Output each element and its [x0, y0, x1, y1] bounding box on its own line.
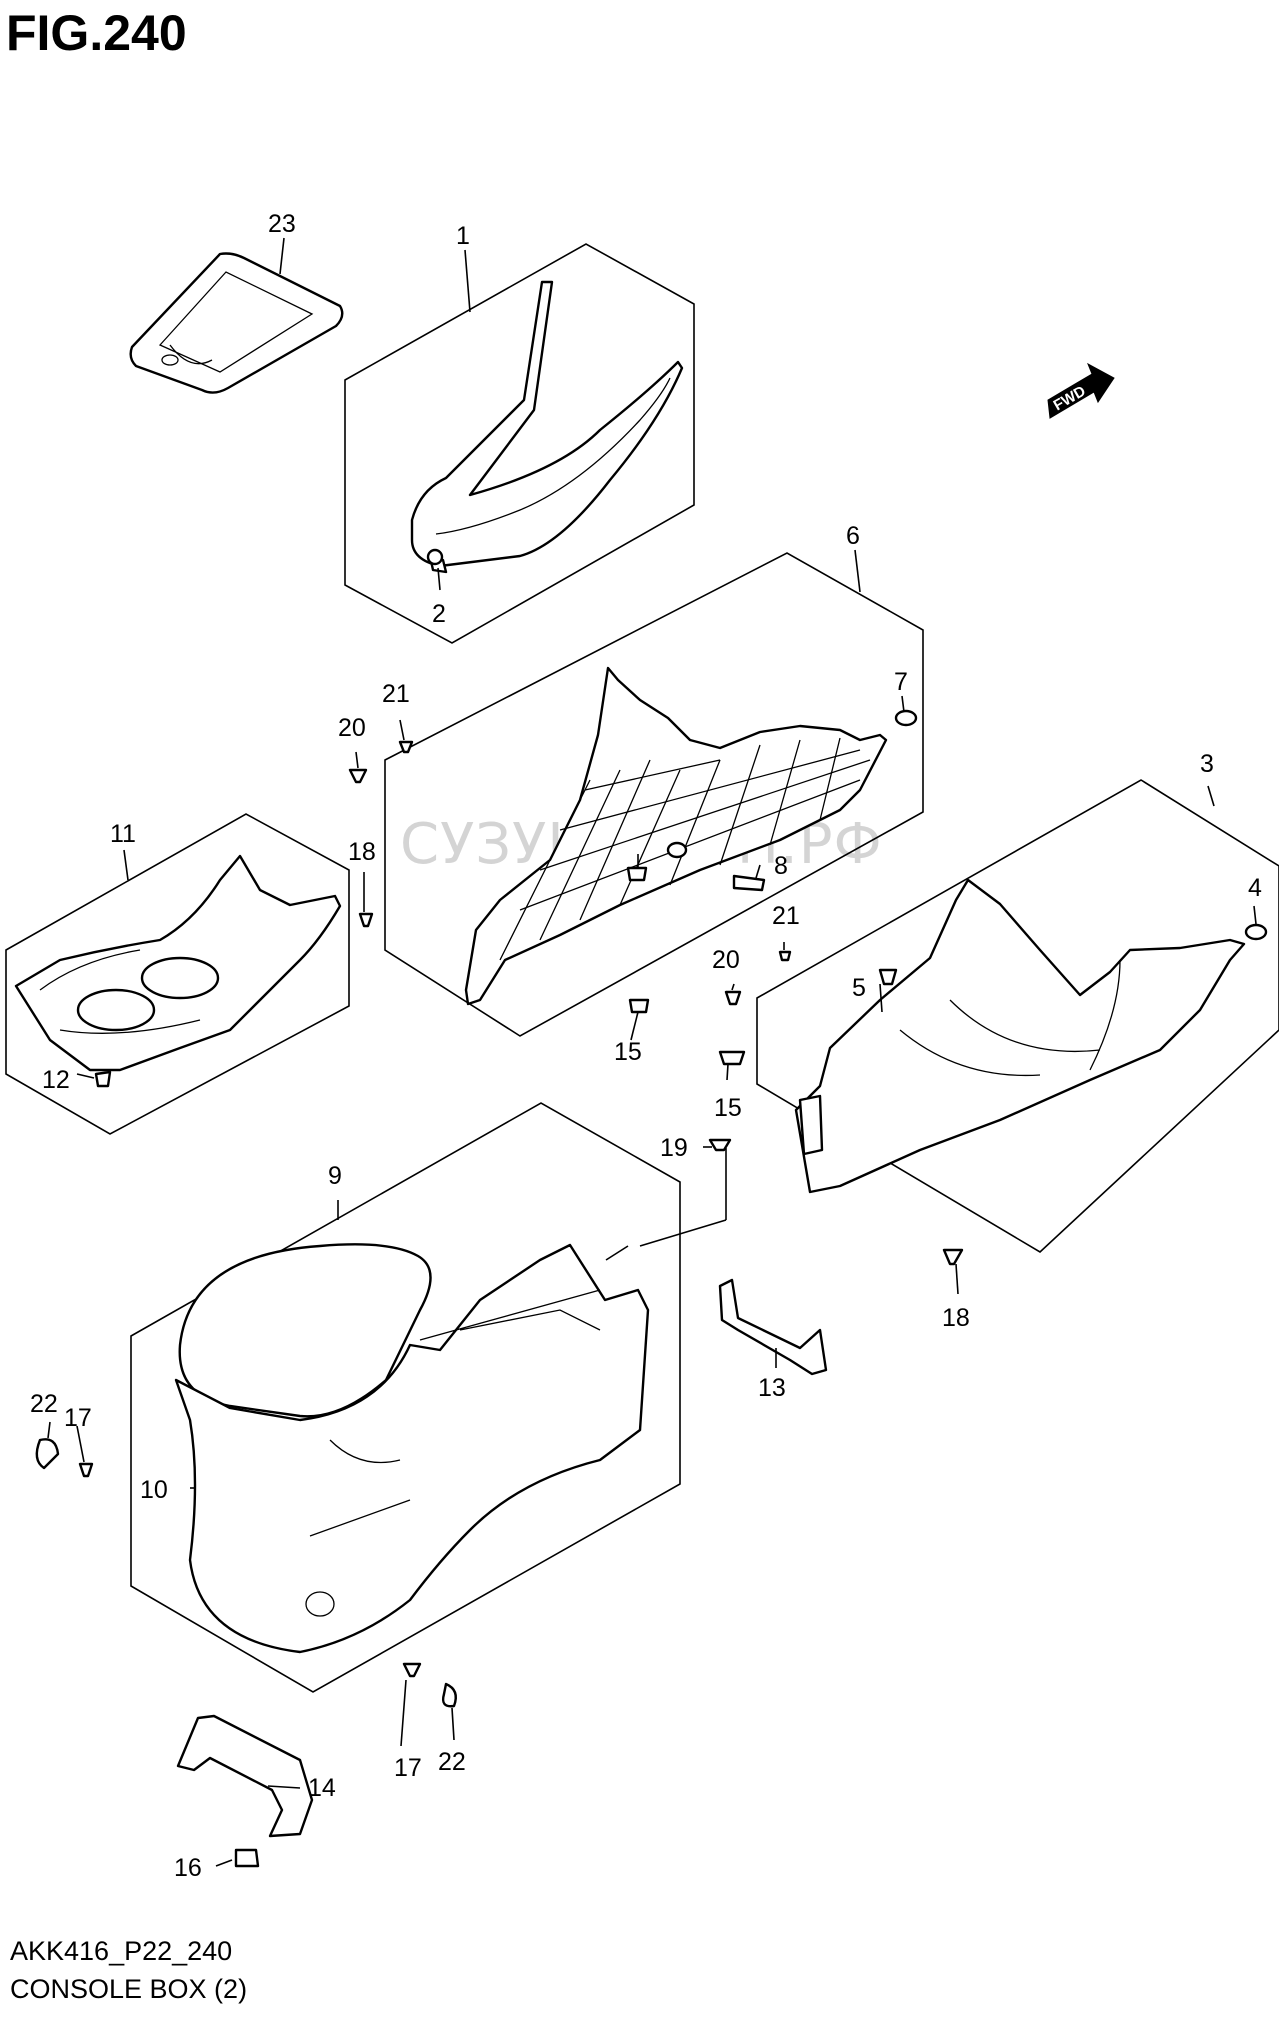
fwd-arrow-icon: FWD	[1047, 362, 1115, 419]
leader-lines	[47, 237, 1257, 1867]
part-23-shift-bezel	[129, 252, 344, 394]
callout-20-lower: 20	[712, 946, 740, 974]
part-11-front-console	[14, 854, 342, 1088]
callout-labels: 23 1 2 6 7 3 4 21 20 18 8 21 20 5 15 15 …	[30, 210, 1262, 1882]
drawing-code: AKK416_P22_240	[10, 1936, 233, 1966]
group-box-1	[344, 243, 695, 644]
callout-12: 12	[42, 1066, 70, 1094]
callout-17-lower: 17	[394, 1754, 422, 1782]
callout-18-lower: 18	[942, 1304, 970, 1332]
callout-17-left: 17	[64, 1404, 92, 1432]
group-box-3	[756, 779, 1279, 1253]
callout-21-upper: 21	[382, 680, 410, 708]
callout-18-upper: 18	[348, 838, 376, 866]
callout-22-left: 22	[30, 1390, 58, 1418]
callout-16: 16	[174, 1854, 202, 1882]
callout-23: 23	[268, 210, 296, 238]
part-3-side-panel	[794, 878, 1246, 1194]
callout-15-right: 15	[714, 1094, 742, 1122]
group-box-11	[5, 813, 350, 1135]
callout-15-left: 15	[614, 1038, 642, 1066]
fastener-hardware	[35, 548, 1268, 1868]
figure-title: FIG.240	[6, 5, 187, 61]
part-14-bracket	[176, 1714, 314, 1838]
callout-20-upper: 20	[338, 714, 366, 742]
callout-4: 4	[1248, 874, 1262, 902]
callout-8: 8	[774, 852, 788, 880]
callout-3: 3	[1200, 750, 1214, 778]
callout-22-lower: 22	[438, 1748, 466, 1776]
callout-14: 14	[308, 1774, 336, 1802]
callout-9: 9	[328, 1162, 342, 1190]
callout-1: 1	[456, 222, 470, 250]
part-6-side-panel	[464, 666, 888, 1006]
callout-19: 19	[660, 1134, 688, 1162]
callout-10: 10	[140, 1476, 168, 1504]
part-9-10-rear-console	[174, 1243, 650, 1654]
callout-7: 7	[894, 668, 908, 696]
callout-2: 2	[432, 600, 446, 628]
callout-21-lower: 21	[772, 902, 800, 930]
figure-caption: CONSOLE BOX (2)	[10, 1974, 248, 2004]
group-box-6	[384, 552, 924, 1037]
callout-5: 5	[852, 974, 866, 1002]
part-1-trim	[410, 280, 684, 574]
callout-6: 6	[846, 522, 860, 550]
group-box-9	[130, 1102, 681, 1693]
part-13-bracket	[718, 1278, 828, 1376]
callout-13: 13	[758, 1374, 786, 1402]
callout-11: 11	[110, 820, 136, 848]
